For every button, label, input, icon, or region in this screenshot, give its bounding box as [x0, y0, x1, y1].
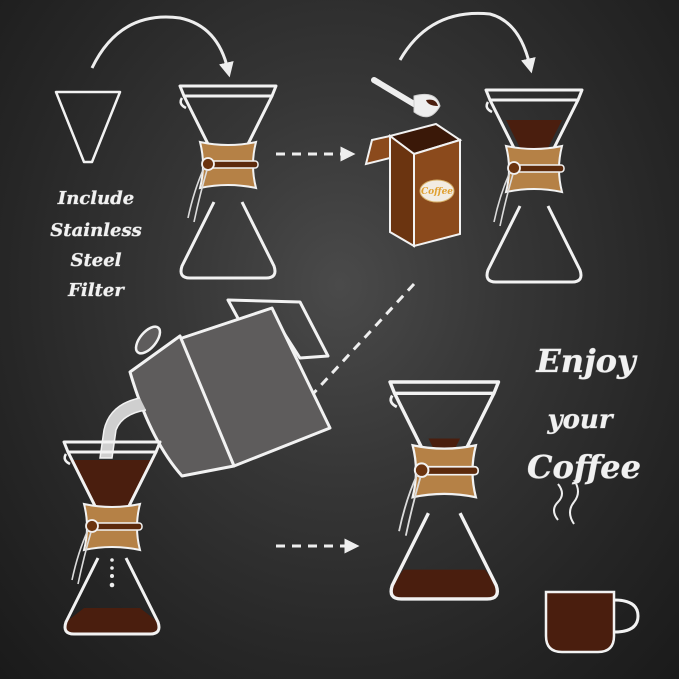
caption-line: Include [57, 188, 134, 209]
curved-arrow-2 [398, 11, 536, 74]
coffee-cup-icon [544, 479, 640, 654]
coffee-box-icon: Coffee [364, 122, 463, 248]
scoop-icon [371, 77, 441, 118]
dashed-arrow-diagonal [294, 282, 416, 414]
carafe-brewing-icon [62, 440, 162, 636]
caption-line: Stainless [50, 220, 141, 241]
caption-line: Coffee [527, 448, 641, 486]
carafe-with-grounds-icon [484, 88, 584, 284]
carafe-empty-icon [178, 84, 278, 280]
caption-line: Enjoy [535, 342, 638, 380]
kettle-icon [99, 298, 332, 478]
carafe-full-icon [388, 380, 501, 601]
curved-arrow-1 [90, 15, 234, 78]
filter-cone-icon [54, 90, 122, 164]
coffee-box-label: Coffee [421, 187, 453, 197]
enjoy-caption: Enjoy your Coffee [527, 342, 642, 487]
caption-line: your [546, 405, 614, 435]
caption-line: Steel [70, 250, 121, 271]
filter-caption: Include Stainless Steel Filter [50, 188, 142, 302]
caption-line: Filter [67, 280, 125, 301]
